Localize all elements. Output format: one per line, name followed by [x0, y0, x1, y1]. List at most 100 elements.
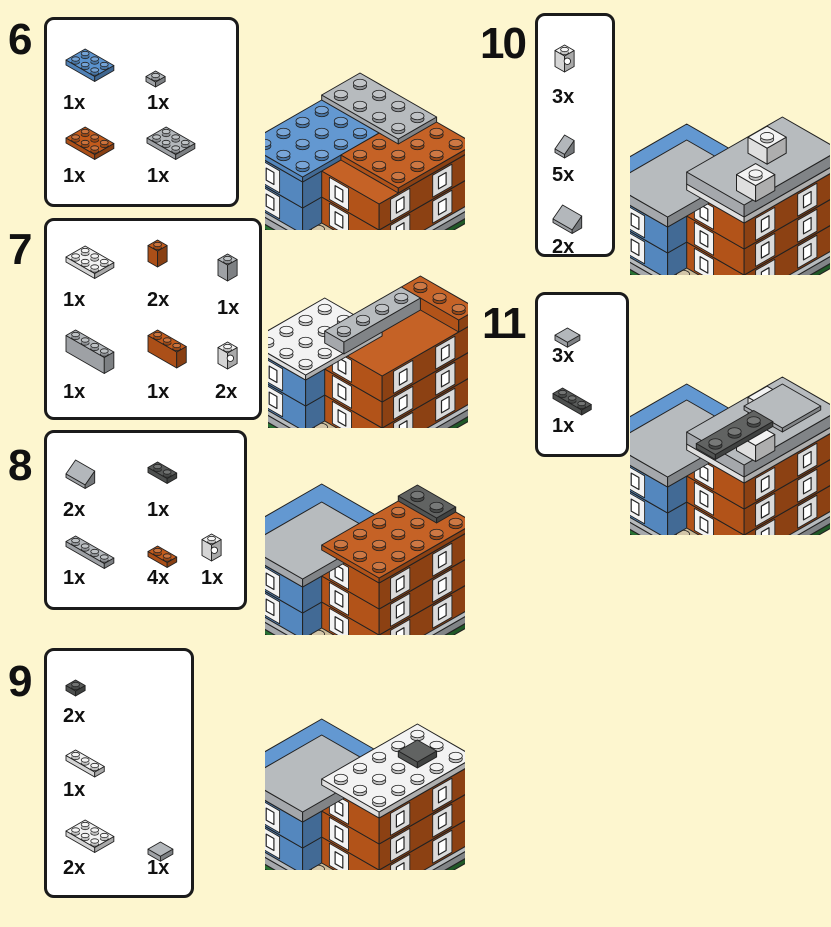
step-number: 10 — [480, 19, 527, 68]
quantity: 3x — [552, 86, 575, 108]
window — [328, 581, 349, 616]
plate-1x2-dark-gray-icon — [145, 453, 180, 487]
window — [328, 176, 349, 211]
brick-1x3-orange-icon — [145, 321, 189, 371]
slope-1x2-gray-icon — [550, 196, 585, 237]
quantity: 3x — [552, 345, 575, 367]
plate-2x3-white-icon — [63, 811, 117, 856]
build-model-step-11 — [609, 285, 831, 590]
window — [432, 568, 453, 603]
window — [797, 208, 818, 243]
slope-gray-icon — [63, 451, 98, 492]
quantity: 1x — [147, 857, 170, 879]
window — [331, 374, 352, 409]
build-model-step-10 — [609, 25, 831, 330]
plate-2x3-orange-icon — [63, 118, 117, 163]
plate-1x1-gray-icon — [143, 62, 168, 90]
step-number: 7 — [8, 225, 33, 274]
quantity: 2x — [63, 705, 86, 727]
quantity: 4x — [147, 567, 170, 589]
window — [755, 206, 776, 241]
build-model-step-7 — [247, 218, 479, 483]
dormer — [736, 163, 776, 203]
window — [755, 492, 776, 527]
slope-1x1-gray-icon — [552, 126, 577, 161]
quantity: 5x — [552, 164, 575, 186]
window — [432, 803, 453, 838]
window — [797, 234, 818, 269]
quantity: 1x — [201, 567, 224, 589]
window — [328, 816, 349, 851]
window — [260, 799, 281, 834]
window — [432, 189, 453, 224]
parts-callout: 2x 1x 1x 4x 1x — [44, 430, 247, 610]
step-number: 11 — [482, 299, 526, 348]
headlight-brick-white-icon — [552, 36, 577, 75]
window — [390, 827, 411, 862]
white-plate — [321, 723, 476, 819]
plate-1x3-white-icon — [63, 741, 107, 780]
window — [390, 187, 411, 222]
quantity: 1x — [63, 567, 86, 589]
plate-1x3-dark-gray-icon — [550, 379, 594, 418]
brick-1x4-gray-icon — [63, 321, 117, 377]
parts-callout: 3x 1x — [535, 292, 629, 457]
quantity: 1x — [63, 289, 86, 311]
window — [432, 777, 453, 812]
window — [797, 468, 818, 503]
quantity: 1x — [217, 297, 240, 319]
build-model-step-6 — [244, 20, 476, 285]
quantity: 1x — [147, 165, 170, 187]
window — [432, 594, 453, 629]
plate-2x3-white-icon — [63, 237, 117, 282]
plate-2x3-blue-icon — [63, 40, 117, 85]
window — [390, 801, 411, 836]
quantity: 1x — [63, 779, 86, 801]
brick-1x1-gray-icon — [215, 245, 240, 284]
window — [693, 507, 714, 542]
mansard-roof — [686, 116, 831, 218]
window — [625, 230, 646, 265]
step-number: 8 — [8, 441, 33, 490]
step-number: 9 — [8, 657, 33, 706]
window — [693, 221, 714, 256]
window — [797, 182, 818, 217]
window — [693, 247, 714, 282]
parts-callout: 3x 5x 2x — [535, 13, 615, 258]
window — [393, 359, 414, 394]
gray-plate — [321, 72, 438, 145]
dark-tile — [397, 739, 438, 769]
plate-2x3-light-gray-icon — [144, 118, 198, 163]
dark-plate — [695, 410, 774, 460]
quantity: 2x — [215, 381, 238, 403]
window — [755, 232, 776, 267]
parts-callout: 1x 1x 1x 1x — [44, 17, 239, 207]
quantity: 1x — [63, 381, 86, 403]
tile-1x1-gray-icon — [145, 833, 176, 864]
quantity: 1x — [147, 499, 170, 521]
quantity: 2x — [63, 499, 86, 521]
plate-1x4-gray-icon — [63, 527, 117, 572]
window — [390, 592, 411, 627]
quantity: 1x — [147, 381, 170, 403]
quantity: 1x — [63, 92, 86, 114]
headlight-brick-white-icon — [215, 333, 240, 372]
window — [755, 466, 776, 501]
window — [260, 159, 281, 194]
window — [435, 335, 456, 370]
window — [432, 829, 453, 864]
parts-callout: 2x 1x 2x 1x — [44, 648, 194, 898]
dark-plate — [397, 484, 457, 524]
step-number: 6 — [8, 15, 33, 64]
parts-callout: 1x 2x 1x 1x 1x 2x — [44, 218, 262, 420]
quantity: 1x — [63, 165, 86, 187]
quantity: 2x — [63, 857, 86, 879]
window — [393, 385, 414, 420]
dormer — [747, 125, 787, 165]
build-model-step-9 — [244, 660, 476, 925]
window — [260, 590, 281, 625]
headlight-brick-white-icon — [199, 525, 224, 564]
window — [390, 566, 411, 601]
build-model-step-8 — [244, 425, 476, 690]
brick-1x1-orange-icon — [145, 231, 170, 270]
